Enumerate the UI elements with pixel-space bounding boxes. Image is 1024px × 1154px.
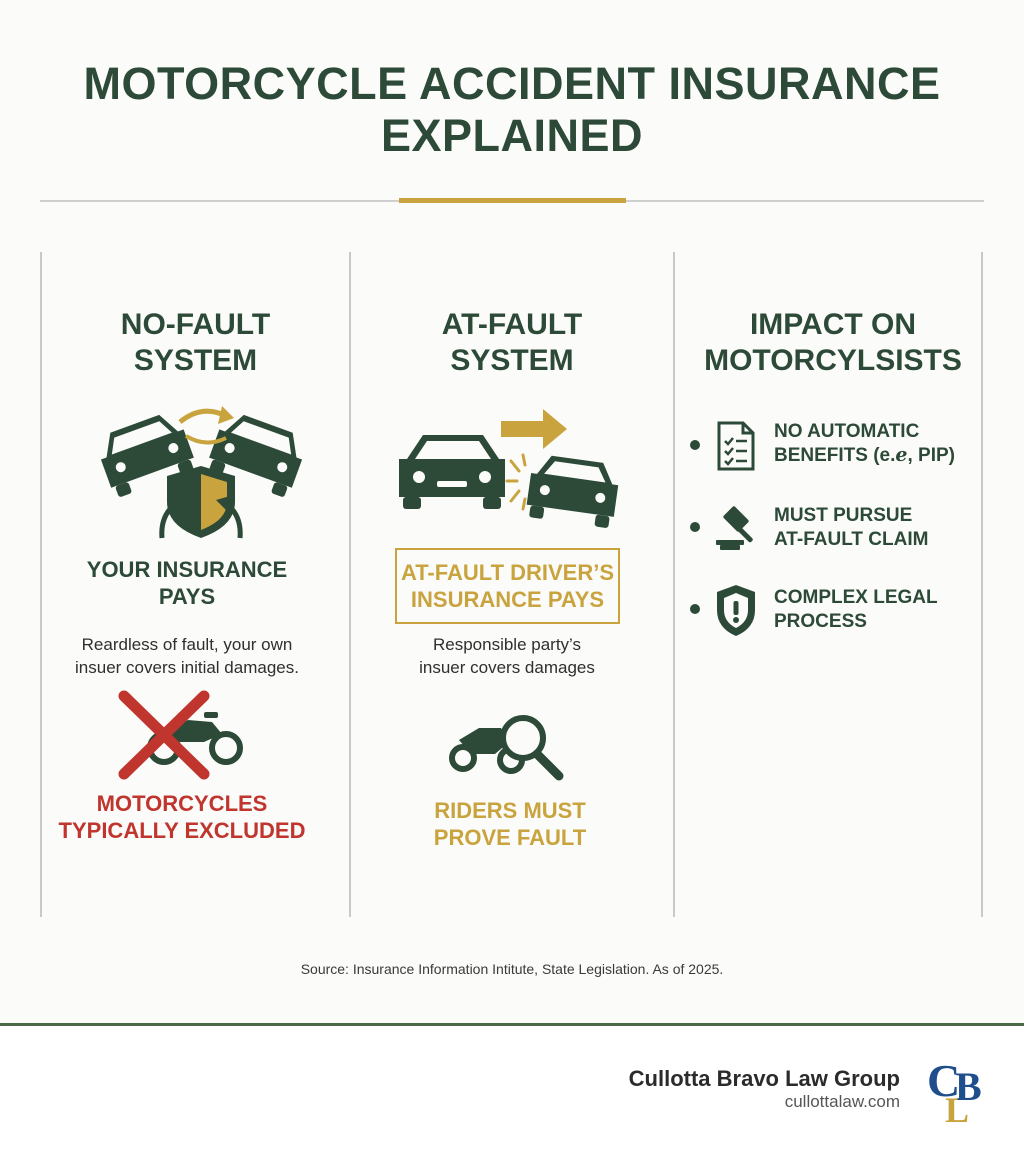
impact-item-3-line1: COMPLEX LEGAL — [774, 587, 938, 608]
warning-shield-icon — [717, 585, 755, 636]
at-fault-note-line2: PROVE FAULT — [433, 825, 587, 850]
no-fault-pays-line2: PAYS — [158, 584, 216, 609]
checklist-document-icon — [717, 421, 755, 471]
impact-heading-line2: MOTORCYLSISTS — [704, 344, 962, 377]
svg-text:B: B — [955, 1064, 982, 1109]
title-accent-bar — [399, 198, 626, 203]
impact-item-3-line2: PROCESS — [774, 611, 867, 632]
at-fault-description-line2: insuer covers damages — [419, 658, 595, 677]
bullet-icon — [690, 440, 700, 450]
at-fault-description-line1: Responsible party’s — [432, 635, 582, 654]
impact-column: IMPACT ON MOTORCYLSISTS NO AUTOMATIC BEN… — [675, 0, 981, 920]
firm-name: Cullotta Bravo Law Group — [628, 1066, 900, 1091]
motorcycle-excluded-icon — [118, 690, 243, 780]
no-fault-heading-line1: NO-FAULT — [120, 308, 271, 341]
no-fault-description: Reardless of fault, your own insuer cove… — [42, 633, 332, 679]
gavel-icon — [716, 506, 753, 550]
no-fault-pays-label: YOUR INSURANCE PAYS — [42, 556, 332, 610]
at-fault-heading-line1: AT-FAULT — [441, 308, 583, 341]
source-note: Source: Insurance Information Intitute, … — [300, 961, 724, 977]
no-fault-pays-line1: YOUR INSURANCE — [86, 557, 288, 582]
impact-text-legal-process: COMPLEX LEGAL PROCESS — [774, 586, 938, 634]
column-divider-right — [981, 252, 983, 917]
impact-text-pursue-claim: MUST PURSUE AT-FAULT CLAIM — [774, 504, 928, 552]
at-fault-description: Responsible party’s insuer covers damage… — [351, 633, 663, 679]
column-divider-middle-2 — [673, 252, 675, 917]
riders-prove-fault-note: RIDERS MUST PROVE FAULT — [351, 797, 669, 851]
column-divider-middle-1 — [349, 252, 351, 917]
at-fault-pays-box: AT-FAULT DRIVER’S INSURANCE PAYS — [395, 548, 620, 624]
at-fault-pays-line1: AT-FAULT DRIVER’S — [400, 560, 615, 585]
no-fault-heading: NO-FAULT SYSTEM — [42, 307, 349, 379]
firm-url[interactable]: cullottalaw.com — [784, 1092, 900, 1111]
impact-heading: IMPACT ON MOTORCYLSISTS — [675, 307, 991, 379]
motorcycles-excluded-note: MOTORCYCLES TYPICALLY EXCLUDED — [42, 790, 322, 844]
no-fault-heading-line2: SYSTEM — [133, 344, 258, 377]
impact-item-2-line2: AT-FAULT CLAIM — [774, 529, 929, 550]
at-fault-column: AT-FAULT SYSTEM — [351, 0, 673, 920]
impact-text-no-benefits: NO AUTOMATIC BENEFITS (e.ℯ, PIP) — [774, 420, 955, 468]
no-fault-column: NO-FAULT SYSTEM — [42, 0, 349, 920]
bullet-icon — [690, 522, 700, 532]
no-fault-description-line1: Reardless of fault, your own — [81, 635, 293, 654]
bullet-icon — [690, 604, 700, 614]
page-title-line2: EXPLAINED — [380, 110, 644, 161]
column-divider-left — [40, 252, 42, 917]
footer — [0, 1026, 1024, 1154]
firm-logo-icon: C B L — [927, 1055, 982, 1126]
impact-item-2-line1: MUST PURSUE — [774, 505, 913, 526]
at-fault-note-line1: RIDERS MUST — [434, 798, 586, 823]
impact-item-legal-process: COMPLEX LEGAL PROCESS — [690, 582, 990, 642]
cars-shield-icon — [100, 406, 303, 539]
at-fault-pays-line2: INSURANCE PAYS — [410, 587, 605, 612]
car-collision-icon — [399, 409, 619, 528]
footer-divider — [0, 1023, 1024, 1026]
impact-heading-line1: IMPACT ON — [749, 308, 917, 341]
page-title: MOTORCYCLE ACCIDENT INSURANCE EXPLAINED — [0, 58, 1024, 162]
no-fault-description-line2: insuer covers initial damages. — [75, 658, 299, 677]
at-fault-heading: AT-FAULT SYSTEM — [351, 307, 673, 379]
impact-item-1-line2: BENEFITS (e.ℯ, PIP) — [774, 445, 956, 466]
page-title-line1: MOTORCYCLE ACCIDENT INSURANCE — [83, 58, 941, 109]
impact-item-pursue-claim: MUST PURSUE AT-FAULT CLAIM — [690, 500, 990, 560]
motorcycle-magnifier-icon — [449, 715, 564, 781]
no-fault-note-line1: MOTORCYCLES — [96, 791, 268, 816]
no-fault-note-line2: TYPICALLY EXCLUDED — [58, 818, 306, 843]
impact-item-no-benefits: NO AUTOMATIC BENEFITS (e.ℯ, PIP) — [690, 418, 990, 478]
impact-item-1-line1: NO AUTOMATIC — [774, 421, 920, 442]
at-fault-heading-line2: SYSTEM — [450, 344, 574, 377]
svg-text:C: C — [927, 1055, 960, 1106]
svg-text:L: L — [945, 1090, 969, 1126]
